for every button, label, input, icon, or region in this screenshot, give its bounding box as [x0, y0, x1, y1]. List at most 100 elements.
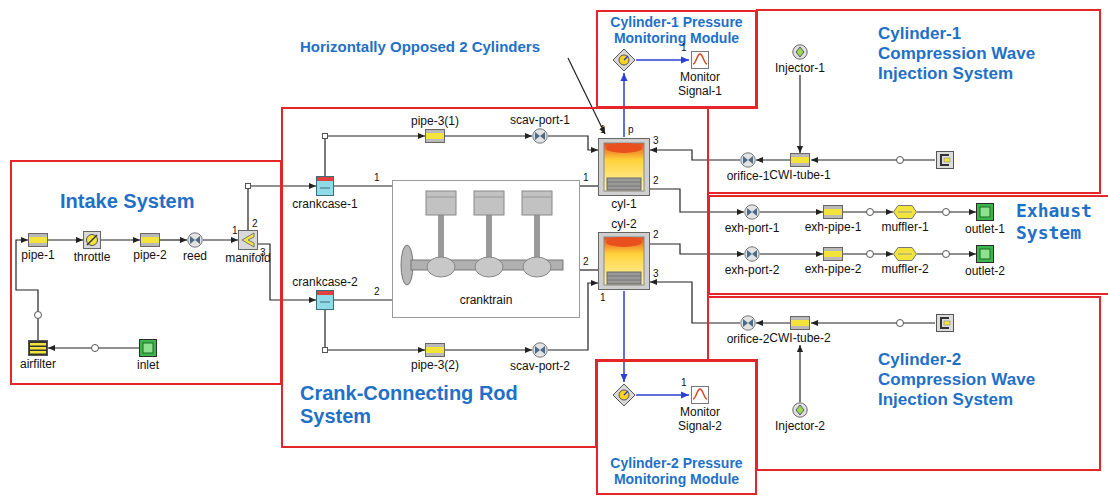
piston-ring — [426, 197, 456, 198]
component-env: outlet-2 — [965, 245, 1005, 278]
injector-body — [793, 45, 807, 59]
component-label: cranktrain — [460, 293, 513, 307]
pressure-sensor — [613, 49, 635, 71]
orifice-bowtie — [747, 208, 757, 216]
pipe-band — [29, 243, 47, 246]
component-cyl: cyl-2 — [598, 217, 650, 290]
flow-connector — [799, 345, 800, 402]
sensor-needle — [624, 391, 628, 395]
region-outline — [708, 297, 1100, 470]
component-label: airfilter — [20, 357, 56, 371]
monitor-icon — [691, 386, 709, 404]
piston-ring — [522, 197, 552, 198]
component-label: exh-pipe-1 — [805, 220, 862, 234]
piston-ring — [607, 182, 641, 183]
sensor-dial — [619, 390, 629, 400]
component-pipe: pipe-2 — [133, 233, 166, 262]
system-region: Cylinder-2 Compression Wave Injection Sy… — [708, 297, 1100, 470]
throttle-icon — [83, 231, 101, 249]
muffler-icon — [893, 247, 917, 261]
component-pipe: pipe-1 — [21, 233, 54, 262]
piston-ring — [607, 276, 641, 277]
pipe-band — [426, 353, 444, 356]
component-label: scav-port-1 — [510, 113, 570, 127]
flow-connector — [160, 239, 187, 240]
counterweight — [523, 257, 551, 277]
airfilter-body — [29, 341, 48, 356]
env-icon — [976, 245, 994, 263]
injector-nozzle — [796, 47, 804, 57]
orifice-body — [741, 316, 755, 330]
pipe-band — [426, 139, 444, 142]
leader-line — [568, 58, 605, 134]
pipe-body — [791, 317, 810, 330]
pipe-body — [426, 344, 445, 357]
callout-label: Horizontally Opposed 2 Cylinders — [300, 38, 540, 56]
pipe-body — [29, 234, 48, 247]
end-environment-icon — [937, 315, 954, 332]
port-number: 2 — [583, 256, 589, 268]
orifice-bowtie — [743, 156, 753, 164]
flow-connector — [756, 322, 790, 323]
component-label: orifice-1 — [727, 169, 770, 183]
component-label: cyl-2 — [611, 217, 636, 231]
piston — [426, 191, 456, 215]
flow-connector — [756, 159, 790, 160]
flow-connector — [334, 185, 392, 186]
crankcase-body — [317, 177, 334, 196]
cylinder-chamber — [604, 237, 644, 285]
flow-connector — [580, 269, 598, 270]
orifice-icon — [187, 232, 203, 248]
cylinder-frame — [599, 233, 650, 290]
system-region: Crank-Connecting Rod Systemcrankcase-1pi… — [282, 108, 708, 447]
component-airfilter: airfilter — [20, 340, 56, 371]
system-region: Exhaust Systemexh-port-1exh-pipe-1muffle… — [708, 195, 1108, 295]
port-number: 2 — [653, 229, 659, 241]
airfilter-stripe — [30, 347, 46, 350]
system-region: Cylinder-1 Compression Wave Injection Sy… — [708, 10, 1100, 193]
component-label: outlet-2 — [965, 264, 1005, 278]
pipe-band — [426, 344, 444, 347]
orifice-body — [533, 343, 547, 357]
orifice-body — [745, 247, 759, 261]
cylinder-chamber — [604, 143, 644, 191]
environment-body — [977, 204, 994, 221]
component-label: exh-port-2 — [725, 263, 780, 277]
crankcase-line — [320, 302, 330, 303]
component-cyl: cyl-1 — [598, 138, 650, 211]
airfilter-icon — [28, 340, 48, 356]
connection-circle — [943, 251, 950, 258]
component-label: cyl-1 — [611, 197, 636, 211]
flow-connector — [650, 150, 740, 160]
component-pipe: pipe-3(2) — [411, 343, 459, 372]
pipe-body — [824, 206, 843, 219]
manifold-body — [239, 231, 258, 250]
counterweight — [475, 257, 503, 277]
pipe-band — [791, 326, 809, 329]
throttle-disc — [87, 235, 98, 246]
junction-square — [323, 134, 328, 139]
port-number: 3 — [653, 268, 659, 280]
muffler-icon — [893, 205, 917, 219]
component-pipe: pipe-3(1) — [411, 114, 459, 143]
flow-connector — [203, 239, 238, 240]
monitor-trace — [693, 54, 707, 64]
port-number: 1 — [583, 172, 589, 184]
pipe-icon — [823, 205, 843, 219]
orifice-icon — [740, 152, 756, 168]
port-number: p — [628, 124, 634, 136]
connector-group — [16, 75, 976, 402]
orifice-icon — [744, 246, 760, 262]
pipe-band — [791, 317, 809, 320]
component-throttle: throttle — [74, 231, 111, 264]
piston-ring — [607, 186, 641, 187]
manifold-icon — [238, 230, 258, 250]
end-environment-icon — [937, 152, 954, 169]
component-crankcase: crankcase-1 — [292, 176, 357, 211]
throttle-plate — [87, 235, 97, 245]
orifice-icon — [740, 315, 756, 331]
component-orifice: exh-port-2 — [725, 246, 780, 277]
piston-ring — [607, 280, 641, 281]
flow-connector — [334, 299, 392, 300]
cranktrain-illustration — [393, 181, 579, 293]
